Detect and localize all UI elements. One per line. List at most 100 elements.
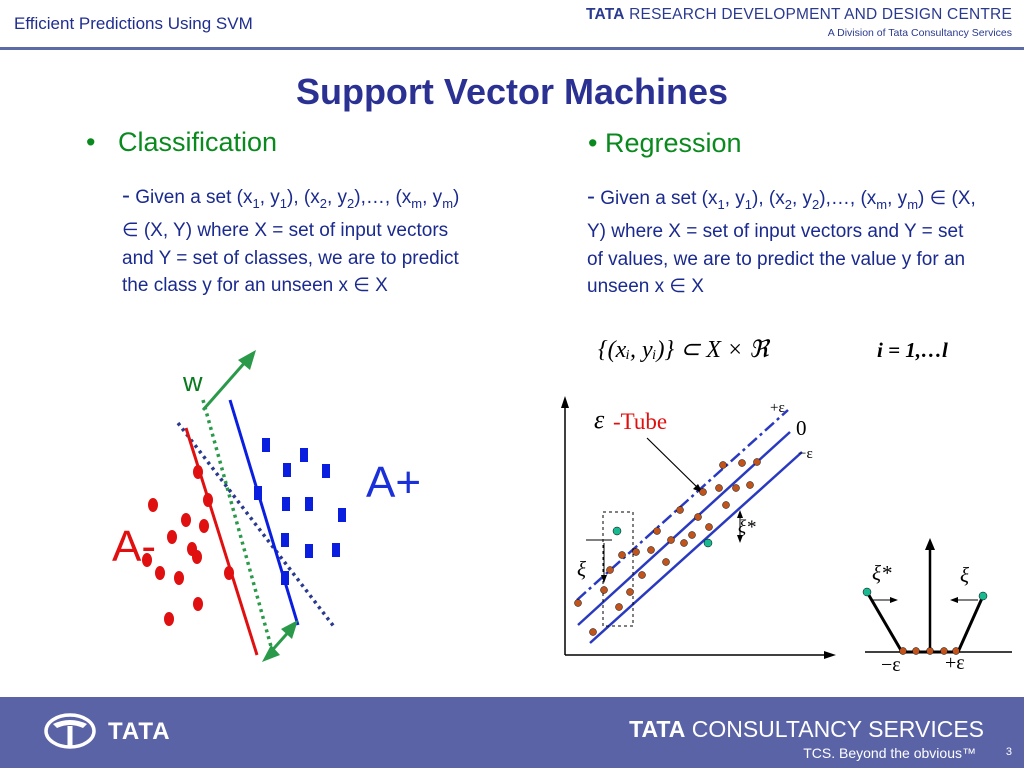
neg-point [167,530,177,544]
blue-dotted-separator [176,421,337,630]
reg-point [667,536,675,544]
reg-point [589,628,597,636]
reg-point [632,548,640,556]
pos-point [305,544,313,558]
reg-point [732,484,740,492]
classification-text: - Given a set (x1, y1), (x2, y2),…, (xm,… [122,182,460,297]
pos-point [283,463,291,477]
reg-point [715,484,723,492]
neg-point [148,498,158,512]
xi-label: ξ [577,557,586,581]
regression-text: - Given a set (x1, y1), (x2, y2),…, (xm,… [587,183,976,298]
neg-point [181,513,191,527]
brand-subtitle: A Division of Tata Consultancy Services [827,27,1012,39]
neg-point [203,493,213,507]
reg-point [676,506,684,514]
neg-point [164,612,174,626]
regression-bullet: • Regression [588,128,742,158]
reg-point [606,566,614,574]
tube-pointer [646,437,701,491]
neg-point [174,571,184,585]
neg-point [199,519,209,533]
reg-point [574,599,582,607]
xi-star-label: ξ* [738,517,756,538]
w-arrow-head [238,350,256,370]
pos-point [282,497,290,511]
reg-point [738,459,746,467]
footer-tata: TATA [108,718,171,745]
reg-point [653,527,661,535]
header-divider [0,47,1024,50]
classification-figure [142,350,346,662]
reg-point [688,531,696,539]
loss-plus-eps: +ε [945,652,965,674]
pos-point [262,438,270,452]
tube-epsilon: ε [594,405,605,434]
pos-point [281,533,289,547]
reg-point [699,488,707,496]
footer-bar [0,697,1024,768]
pos-point [281,571,289,585]
neg-point [192,550,202,564]
loss-right-arm [956,595,985,653]
tube-lower [589,451,803,644]
footer-tagline: TCS. Beyond the obvious™ [803,745,976,761]
reg-point [722,501,730,509]
neg-point [193,465,203,479]
reg-point [618,551,626,559]
a-plus-label: A+ [366,458,422,507]
zero-label: 0 [796,416,807,440]
loss-left-arm [865,591,904,653]
reg-point [638,571,646,579]
loss-xi-star-label: ξ* [872,561,892,585]
slide-title: Support Vector Machines [295,71,729,112]
loss-figure [862,538,1012,655]
minus-eps-label: −ε [798,446,813,462]
reg-point [600,586,608,594]
w-label: w [183,367,203,397]
tube-label: -Tube [613,409,668,434]
neg-point [224,566,234,580]
outlier-point-lower [703,538,713,548]
classification-bullet: • Classification [86,127,278,157]
page-number: 3 [1005,746,1012,758]
reg-point [746,481,754,489]
footer-tcs: TATA CONSULTANCY SERVICES [629,716,984,742]
pos-point [332,543,340,557]
neg-point [142,553,152,567]
outlier-point-upper [612,526,622,536]
neg-point [193,597,203,611]
reg-point [680,539,688,547]
a-minus-label: A- [112,522,156,571]
negative-class-points [142,465,234,626]
neg-point [155,566,165,580]
pos-point [338,508,346,522]
loss-points [899,647,960,655]
w-arrow [201,359,249,411]
reg-point [753,458,761,466]
tata-logo-icon [44,713,96,749]
formula-index: i = 1,…l [877,338,948,362]
pos-point [254,486,262,500]
positive-margin-line [228,399,300,626]
loss-outlier-right [978,591,988,601]
pos-point [305,497,313,511]
slack-box [602,511,634,627]
plus-eps-label: +ε [770,400,785,416]
pos-point [322,464,330,478]
brand-block: TATA RESEARCH DEVELOPMENT AND DESIGN CEN… [586,6,1012,39]
reg-point [662,558,670,566]
reg-point [615,603,623,611]
positive-class-points [254,438,346,585]
reg-point [719,461,727,469]
reg-point [705,523,713,531]
regression-formula: {(xᵢ, yᵢ)} ⊂ X × ℜ [598,337,769,363]
loss-outlier-left [862,587,872,597]
reg-point [694,513,702,521]
pos-point [300,448,308,462]
regression-figure [561,396,836,659]
regression-points [574,458,761,636]
loss-minus-eps: −ε [881,654,901,676]
reg-point [626,588,634,596]
loss-xi-label: ξ [960,563,969,587]
